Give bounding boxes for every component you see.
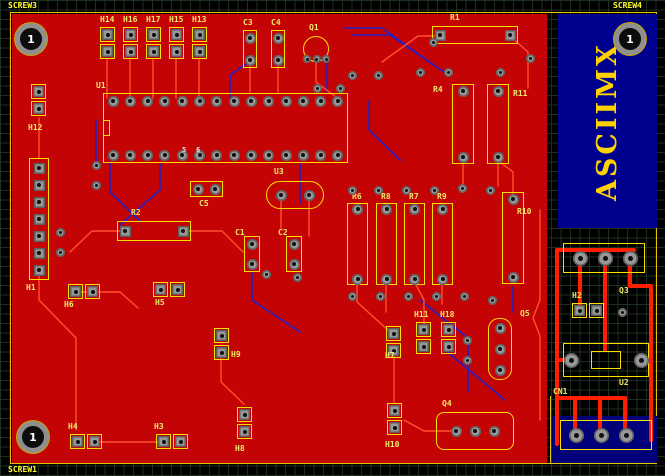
mount-hole-number: 1	[27, 32, 35, 46]
mount-hole-screw3[interactable]: 1	[15, 23, 47, 55]
silkscreen-line	[550, 396, 551, 464]
screw1-label: SCREW1	[8, 465, 37, 474]
screw3-label: SCREW3	[8, 1, 37, 10]
mount-hole-screw1[interactable]: 1	[17, 421, 49, 453]
screw4-label: SCREW4	[613, 1, 642, 10]
board-outline	[10, 12, 657, 464]
brand-text: ASCIIMX	[592, 41, 624, 201]
mount-hole-number: 1	[29, 430, 37, 444]
top-copper-pour	[12, 14, 547, 463]
mount-hole-screw4[interactable]: 1	[614, 23, 646, 55]
mount-hole-number: 1	[626, 32, 634, 46]
bottom-right-copper-pour	[552, 416, 657, 463]
